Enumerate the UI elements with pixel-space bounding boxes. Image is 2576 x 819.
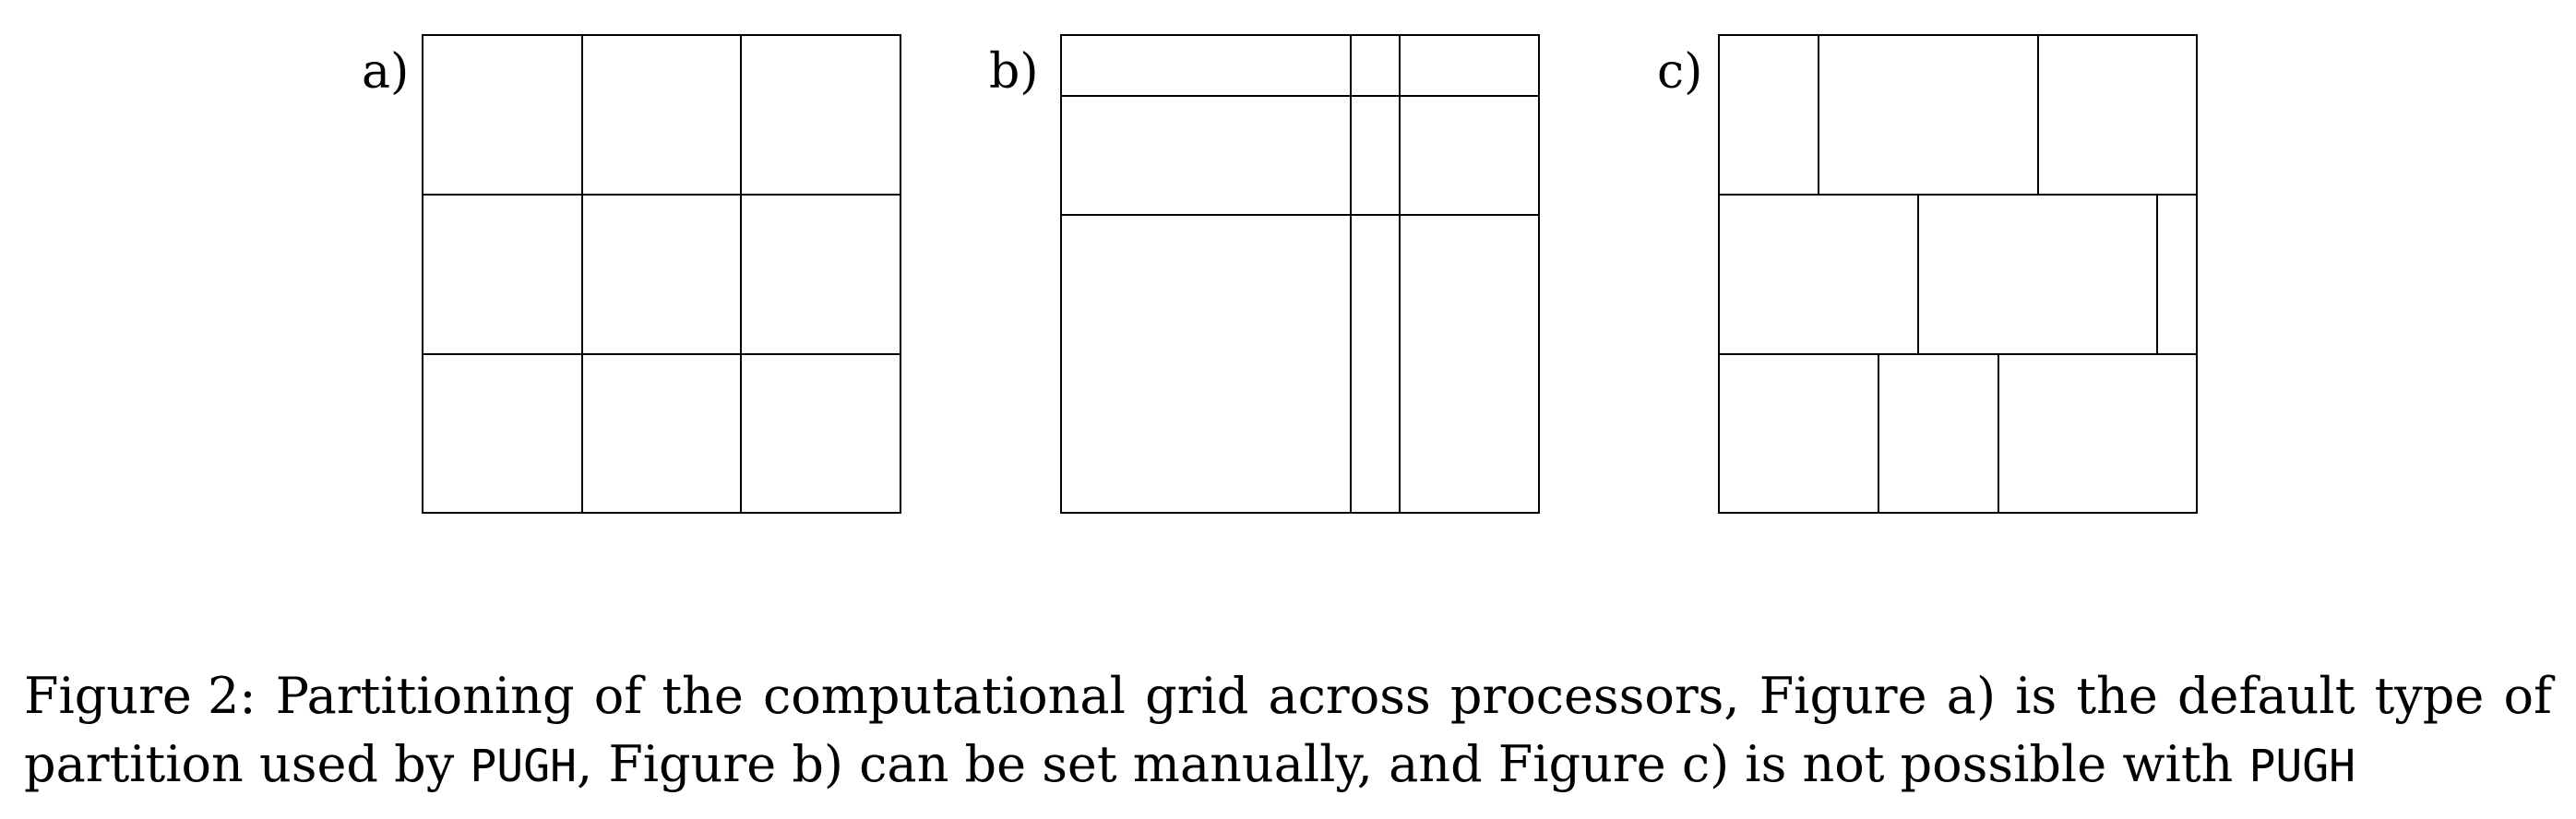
- caption-word: across: [1268, 667, 1431, 725]
- caption-word: processors,: [1449, 667, 1740, 725]
- caption-word: Figure: [1759, 667, 1927, 725]
- caption-word: of: [2503, 667, 2553, 725]
- caption-word: a): [1946, 667, 1997, 725]
- panel-a-grid: [422, 34, 901, 514]
- panel-b-grid: [1060, 34, 1540, 514]
- caption-word: is: [2015, 667, 2057, 725]
- panel-a-border: [422, 34, 901, 514]
- caption-word: the: [2076, 667, 2158, 725]
- caption-text: , Figure b) can be set manually, and Fig…: [576, 735, 2249, 793]
- caption-word: the: [662, 667, 744, 725]
- caption-text: partition used by: [24, 735, 471, 793]
- figure-caption: Figure 2: Partitioning of the computatio…: [24, 662, 2552, 801]
- code-pugh: PUGH: [2248, 741, 2356, 792]
- caption-line-1: Figure 2: Partitioning of the computatio…: [24, 662, 2552, 730]
- caption-word: Figure 2:: [24, 667, 256, 725]
- panel-c-grid: [1718, 34, 2198, 514]
- caption-word: Partitioning: [275, 667, 575, 725]
- caption-word: default: [2176, 667, 2355, 725]
- caption-word: computational: [762, 667, 1126, 725]
- caption-word: type: [2374, 667, 2485, 725]
- panel-c-border: [1718, 34, 2198, 514]
- panel-c-label: c): [1657, 44, 1703, 100]
- code-pugh: PUGH: [470, 741, 577, 792]
- caption-line-2: partition used by PUGH, Figure b) can be…: [24, 730, 2552, 801]
- panel-b-border: [1060, 34, 1540, 514]
- panel-b-label: b): [989, 44, 1039, 100]
- caption-word: grid: [1145, 667, 1249, 725]
- panel-a-label: a): [362, 44, 410, 100]
- caption-word: of: [593, 667, 643, 725]
